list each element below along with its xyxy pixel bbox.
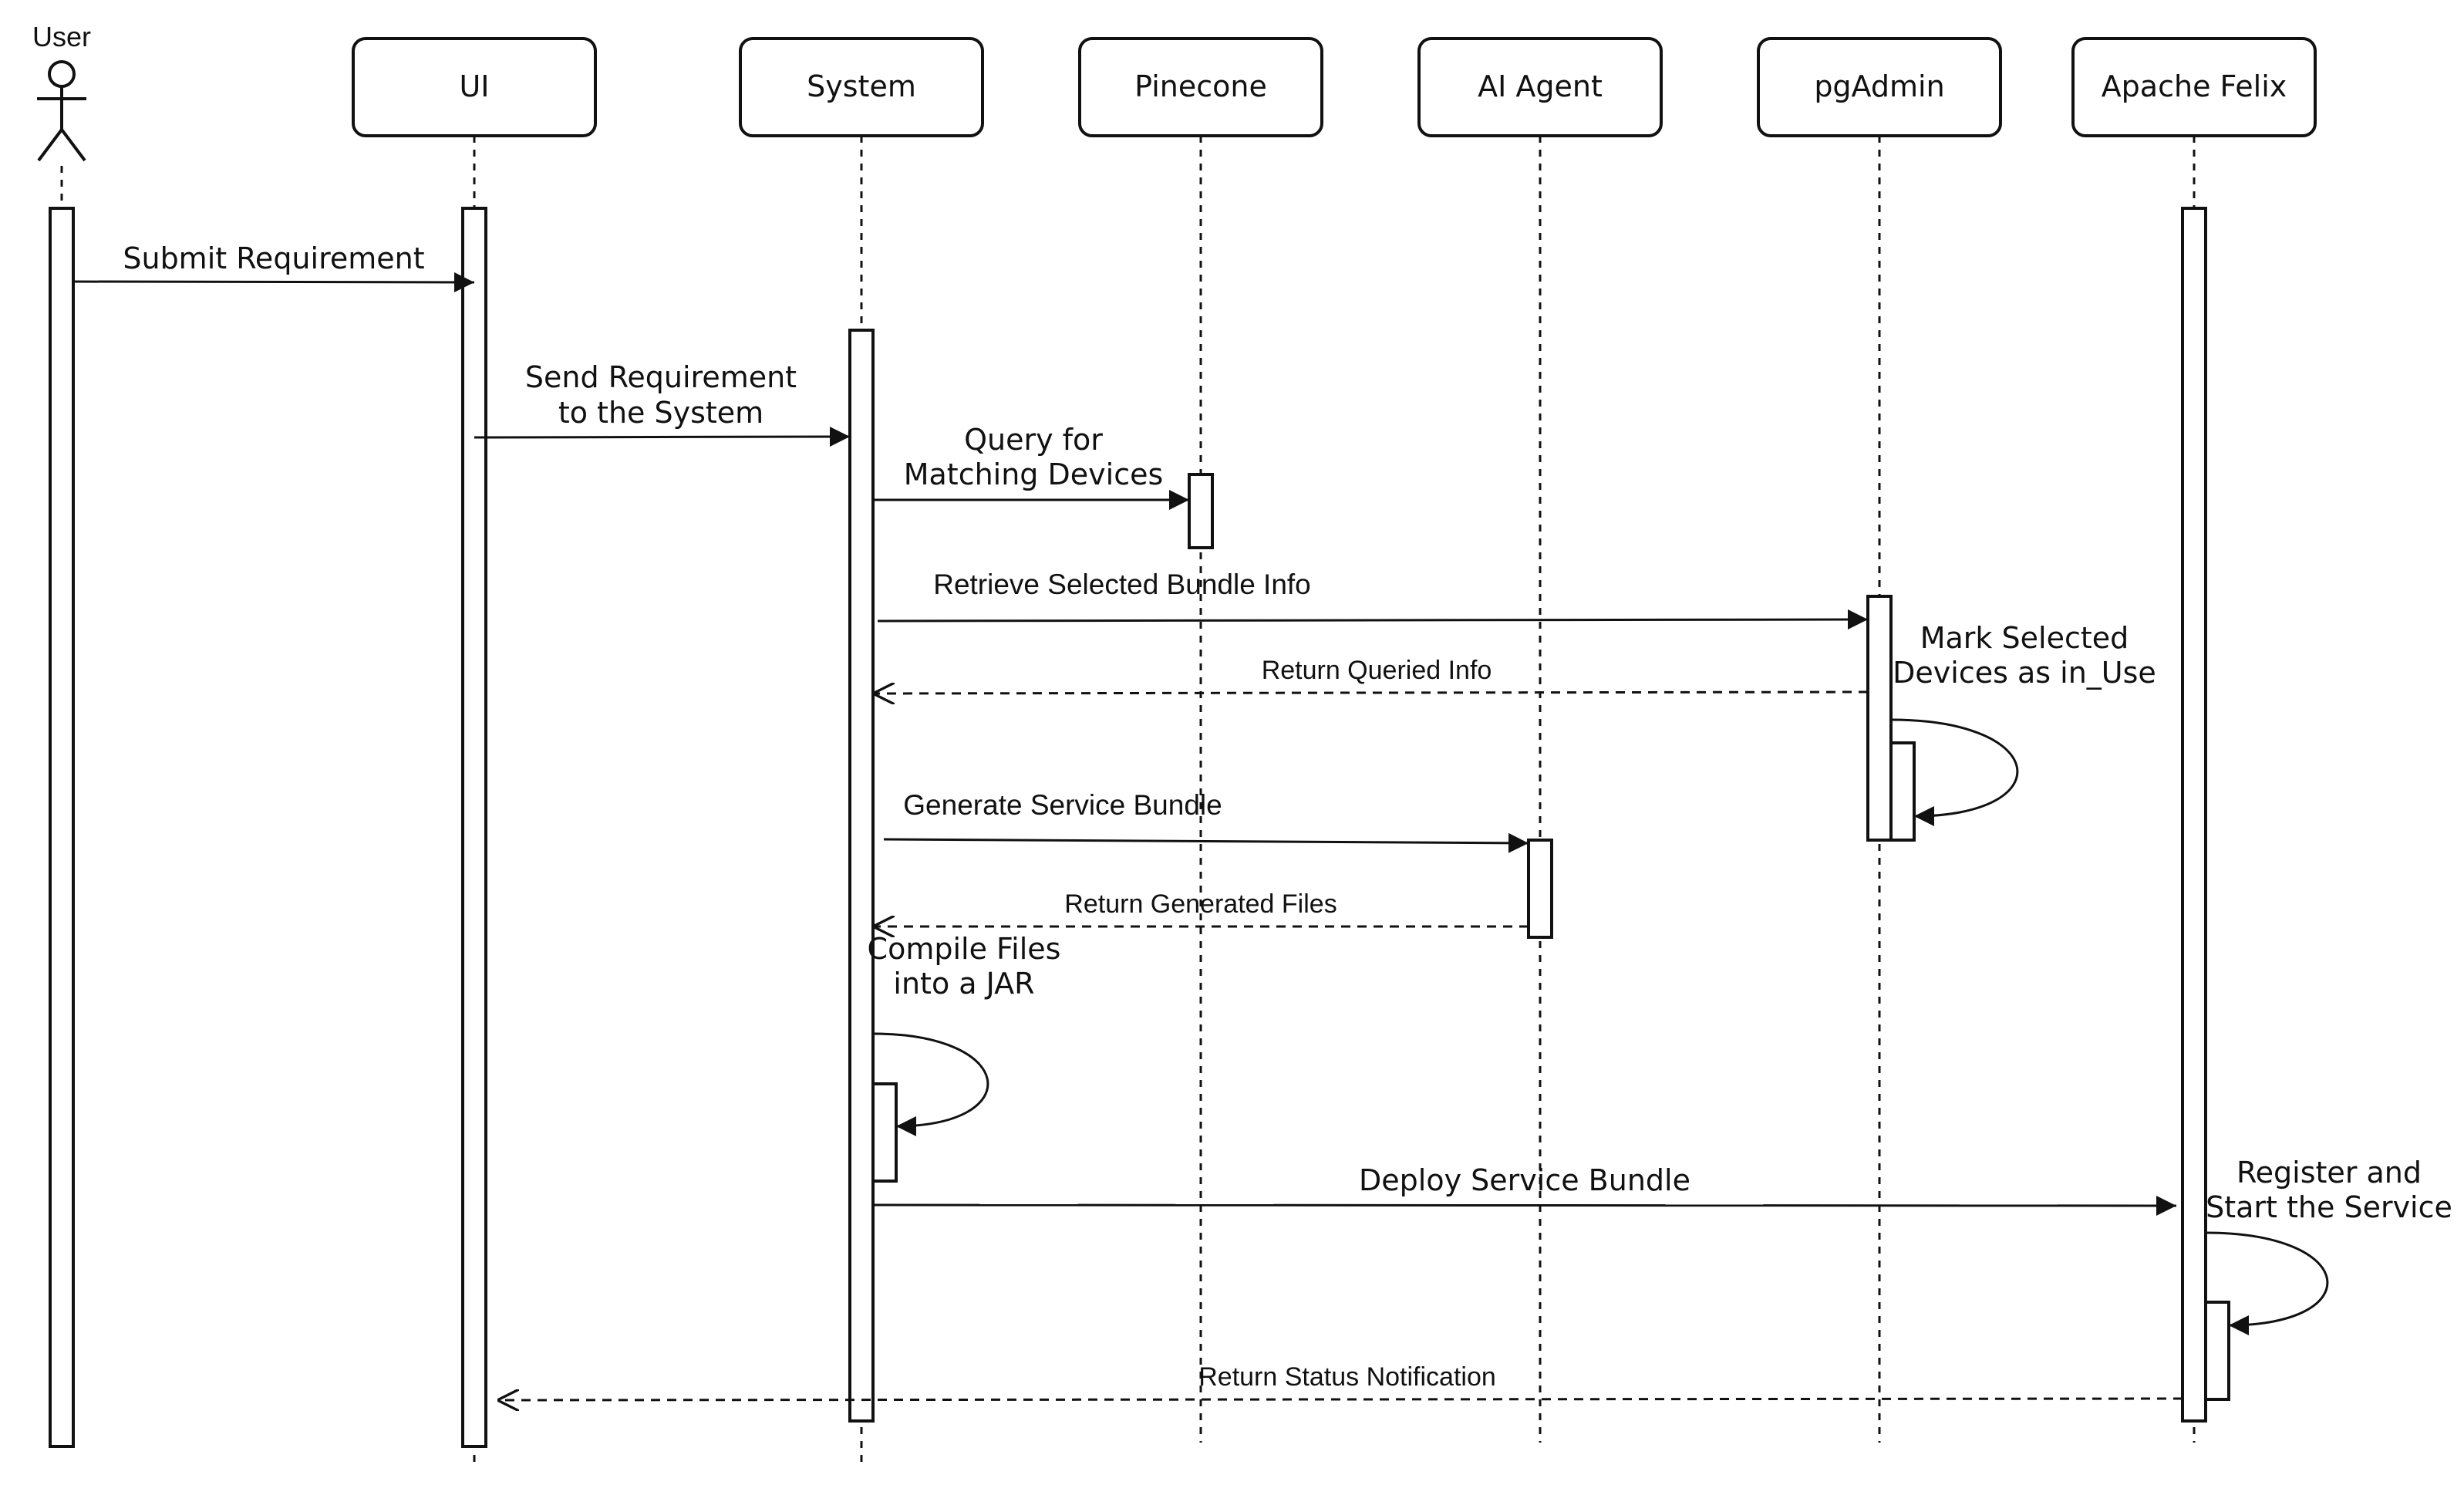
message-query-devices-label-line2: Matching Devices [904,457,1164,491]
message-retrieve-bundle-info-arrow [877,609,1869,630]
message-mark-in-use-label-line2: Devices as in_Use [1893,656,2156,690]
participant-pinecone-label: Pinecone [1134,69,1267,103]
message-return-queried-info-label: Return Queried Info [1262,656,1492,685]
message-return-status-label: Return Status Notification [1198,1362,1496,1392]
message-deploy-bundle-label: Deploy Service Bundle [1359,1163,1690,1197]
message-mark-in-use-arrow [1890,718,2019,826]
participant-ai-agent-label: AI Agent [1478,69,1603,103]
activation-pinecone [1188,473,1214,549]
message-submit-requirement-label: Submit Requirement [123,241,424,275]
message-register-service-label-line1: Register and [2236,1156,2422,1190]
message-deploy-bundle-arrow [872,1195,2177,1216]
activation-system-nested [871,1082,898,1183]
participant-pgadmin-label: pgAdmin [1814,69,1944,103]
message-generate-bundle-label: Generate Service Bundle [903,789,1222,821]
message-mark-in-use-label-line1: Mark Selected [1920,621,2129,655]
participant-felix-label: Apache Felix [2102,69,2287,103]
message-compile-jar-label-line1: Compile Files [868,932,1061,966]
stick-figure-icon [37,60,86,162]
message-register-service-arrow [2205,1231,2329,1335]
participant-ui-label: UI [459,69,489,103]
activation-felix-nested [2204,1301,2230,1401]
message-compile-jar-arrow [872,1032,989,1136]
activation-user [49,207,75,1448]
message-register-service-label-line2: Start the Service [2206,1190,2452,1224]
activation-system [848,329,875,1423]
activation-ai-agent [1527,839,1553,939]
message-compile-jar-label-line2: into a JAR [893,967,1034,1001]
message-send-requirement-label-line2: to the System [558,396,763,430]
actor-user-label: User [32,21,91,52]
message-return-status-arrow [497,1399,2183,1400]
message-return-generated-files-label: Return Generated Files [1064,889,1336,919]
actor-user: User [32,21,91,162]
activation-ui [461,207,487,1448]
activation-felix [2181,207,2207,1423]
participant-system-label: System [807,69,916,103]
message-generate-bundle-arrow [883,832,1529,853]
message-retrieve-bundle-info-label: Retrieve Selected Bundle Info [933,569,1311,600]
activation-pgadmin [1866,595,1893,842]
message-send-requirement-label-line1: Send Requirement [525,360,797,394]
message-return-queried-info-arrow [873,692,1869,694]
message-query-devices-label-line1: Query for [964,423,1103,457]
activation-pgadmin-nested [1889,741,1916,842]
